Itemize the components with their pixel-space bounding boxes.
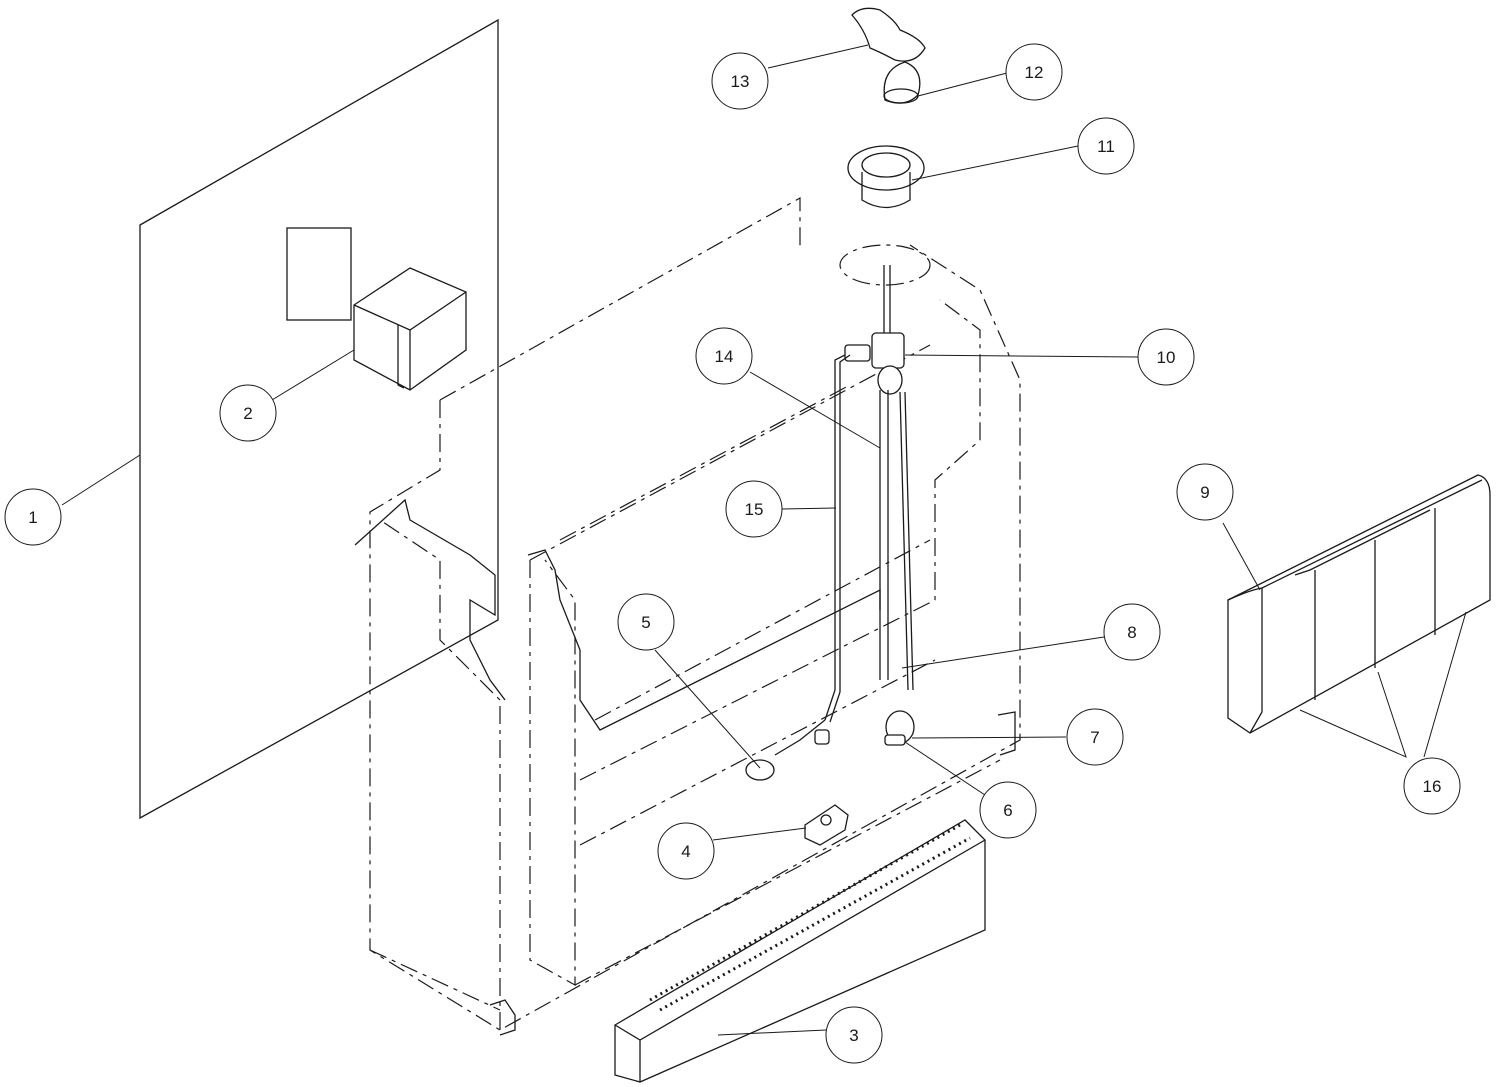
leader-lines	[61, 44, 1467, 1036]
svg-text:7: 7	[1090, 728, 1099, 747]
svg-text:14: 14	[715, 347, 734, 366]
svg-text:13: 13	[731, 72, 750, 91]
svg-text:5: 5	[641, 613, 650, 632]
svg-text:9: 9	[1200, 483, 1209, 502]
svg-text:6: 6	[1003, 801, 1012, 820]
callout-12: 12	[1005, 43, 1063, 101]
cover-plate-part	[851, 7, 926, 62]
flange-part	[847, 145, 925, 209]
callout-1: 1	[4, 488, 62, 546]
valve-assembly-part	[824, 265, 915, 746]
callout-9: 9	[1176, 463, 1234, 521]
callout-15: 15	[725, 480, 783, 538]
svg-text:10: 10	[1157, 348, 1176, 367]
svg-text:11: 11	[1097, 137, 1115, 156]
fitting-part	[745, 719, 830, 781]
cabinet-frame-phantom	[354, 196, 1021, 1036]
front-panel-part	[1227, 474, 1491, 734]
callout-8: 8	[1103, 603, 1161, 661]
latch-part	[804, 804, 849, 846]
callout-11: 11	[1077, 117, 1135, 175]
svg-text:1: 1	[28, 508, 37, 527]
svg-text:4: 4	[681, 842, 690, 861]
svg-text:12: 12	[1025, 63, 1044, 82]
svg-text:16: 16	[1423, 777, 1442, 796]
vent-slots	[649, 823, 971, 1012]
knob-part	[883, 61, 921, 104]
callout-4: 4	[657, 822, 715, 880]
callout-13: 13	[711, 52, 769, 110]
callout-14: 14	[695, 327, 753, 385]
control-box-part	[353, 267, 467, 391]
svg-text:3: 3	[849, 1026, 858, 1045]
back-panel-part	[139, 18, 499, 820]
svg-text:15: 15	[745, 500, 764, 519]
svg-text:8: 8	[1127, 623, 1136, 642]
vented-rail-part	[614, 819, 986, 1083]
callout-3: 3	[825, 1006, 883, 1064]
callout-6: 6	[979, 781, 1037, 839]
callout-7: 7	[1066, 708, 1124, 766]
callout-10: 10	[1137, 328, 1195, 386]
callout-2: 2	[219, 384, 277, 442]
svg-text:2: 2	[243, 404, 252, 423]
callout-16: 16	[1403, 757, 1461, 815]
callout-5: 5	[617, 593, 675, 651]
